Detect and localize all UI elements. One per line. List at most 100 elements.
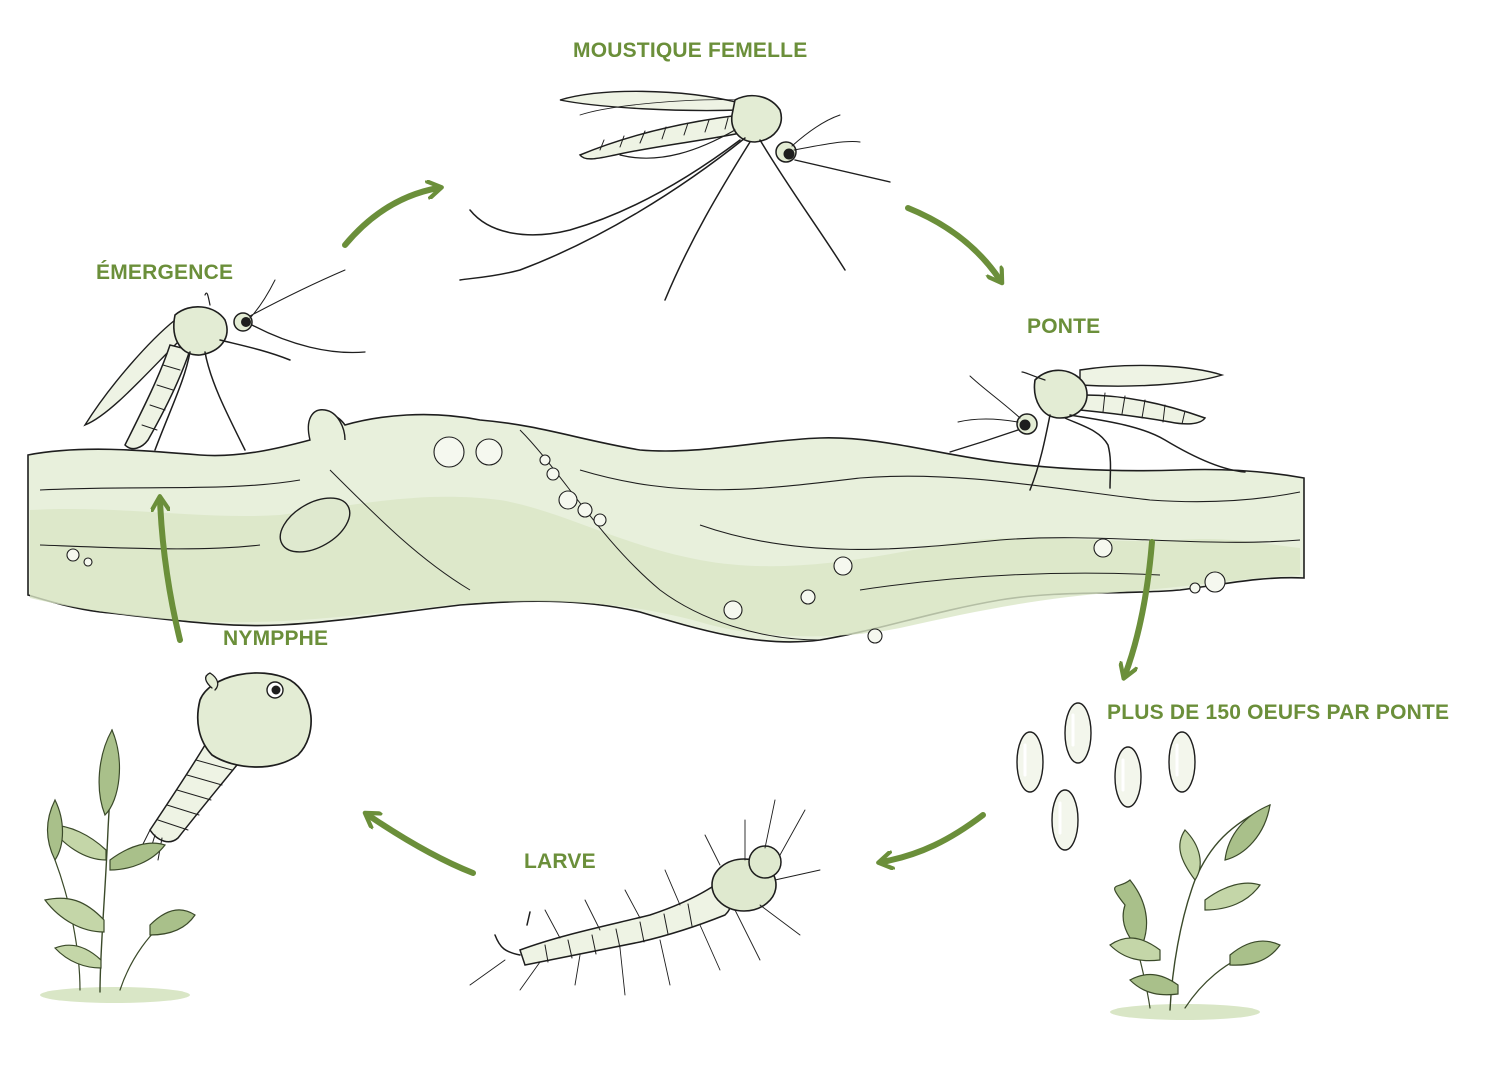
bubble (433, 436, 465, 468)
arrow-larva-to-pupa (368, 815, 476, 876)
mosquito-leg (1021, 371, 1046, 381)
mosquito-wing (83, 318, 181, 427)
pupa (139, 672, 312, 861)
pupa-eye-pupil (271, 685, 281, 695)
mosquito-eye (241, 317, 251, 327)
mosquito-antenna (957, 375, 1021, 423)
mosquito-abdomen (1078, 394, 1207, 425)
egg-laying-mosquito (949, 364, 1246, 491)
bubble (558, 490, 578, 510)
pupa-trumpet (205, 672, 219, 691)
mosquito-eye (783, 148, 795, 160)
pupa-segments (157, 759, 233, 831)
plant-leaf (1224, 804, 1271, 861)
water-ripple (579, 469, 1301, 503)
bubble (66, 548, 80, 562)
egg (1051, 789, 1079, 851)
label-pupa: NYMPPHE (223, 627, 329, 650)
mosquito-leg (664, 141, 751, 301)
mosquito-antenna (791, 114, 861, 151)
water-ripple (39, 479, 301, 491)
plant-leaf (1109, 937, 1161, 962)
arrow-eggs-to-larva (882, 812, 986, 862)
mosquito-thorax (730, 94, 782, 143)
label-adult-female: MOUSTIQUE FEMELLE (573, 39, 808, 62)
plant-left (40, 728, 196, 1003)
pupa-tail (149, 744, 247, 843)
water-bubbles (66, 436, 1226, 644)
bubble (1204, 571, 1226, 593)
pupa-cephalothorax (196, 672, 312, 768)
mosquito-wing (559, 90, 741, 112)
label-larva: LARVE (524, 850, 596, 873)
plant-leaf (1204, 882, 1261, 911)
abdomen-segments (141, 364, 181, 431)
water-splash (307, 409, 346, 441)
mosquito-thorax (1033, 369, 1088, 419)
bubble (800, 589, 816, 605)
bubble (539, 454, 551, 466)
egg (1168, 731, 1196, 793)
mosquito-wing (579, 99, 741, 116)
bubble (1189, 582, 1201, 594)
arrow-ponte-to-eggs (1125, 539, 1155, 675)
mosquito-wing (1079, 364, 1225, 387)
bubble (1093, 538, 1113, 558)
plant-leaf (98, 728, 121, 817)
mosquito-leg (1064, 417, 1112, 489)
label-emergence: ÉMERGENCE (96, 261, 234, 284)
emerging-mosquito (83, 269, 366, 451)
larva-bristles (469, 799, 821, 996)
mosquito-leg (1069, 414, 1246, 473)
plant-leaf (1229, 940, 1281, 966)
mosquito-leg (759, 139, 846, 271)
egg-cluster (1016, 702, 1196, 851)
mosquito-leg (1029, 414, 1051, 491)
larva-body (519, 884, 731, 966)
plant-leaf (46, 798, 64, 862)
water-ripple (329, 469, 471, 591)
water-ripple (859, 572, 1161, 591)
mosquito-leg (459, 137, 746, 281)
cycle-arrows (160, 188, 1155, 876)
larva (469, 799, 821, 996)
label-eggs: PLUS DE 150 OEUFS PAR PONTE (1107, 701, 1450, 724)
plant-ground (1110, 1004, 1260, 1020)
water-ripple (699, 524, 1301, 550)
water-shade (30, 496, 1300, 637)
mosquito-leg (469, 139, 741, 236)
abdomen-segments (599, 117, 729, 151)
plant-right (1109, 804, 1281, 1020)
bubble (593, 513, 607, 527)
plant-leaf (1114, 879, 1148, 952)
plant-ground (40, 987, 190, 1003)
mosquito-proboscis (794, 159, 891, 183)
bubble (546, 467, 560, 481)
water-surface (27, 409, 1305, 643)
adult-female-mosquito (459, 90, 891, 301)
arrow-pupa-to-emergence (160, 500, 183, 643)
arrow-emergence-to-adult (342, 188, 438, 248)
plant-leaf (53, 944, 102, 969)
egg (1016, 731, 1044, 793)
mosquito-thorax (173, 306, 228, 356)
plant-leaf (109, 842, 166, 871)
egg-highlights (1023, 713, 1179, 835)
mosquito-antenna (249, 269, 346, 319)
plant-leaf (43, 897, 105, 933)
mosquito-eye (1019, 419, 1031, 431)
bubble (833, 556, 853, 576)
mosquito-leg (204, 351, 246, 451)
water-leaf (279, 497, 351, 553)
plant-leaf (1179, 829, 1201, 882)
larva-siphon (494, 911, 531, 956)
larva-segments (544, 903, 693, 963)
mosquito-leg (219, 339, 291, 361)
plant-stem (54, 859, 81, 991)
mosquito-proboscis (949, 429, 1019, 453)
arrow-adult-to-ponte (905, 205, 1000, 280)
mosquito-leg (154, 351, 191, 451)
mosquito-leg (204, 292, 211, 306)
egg (1064, 702, 1092, 764)
